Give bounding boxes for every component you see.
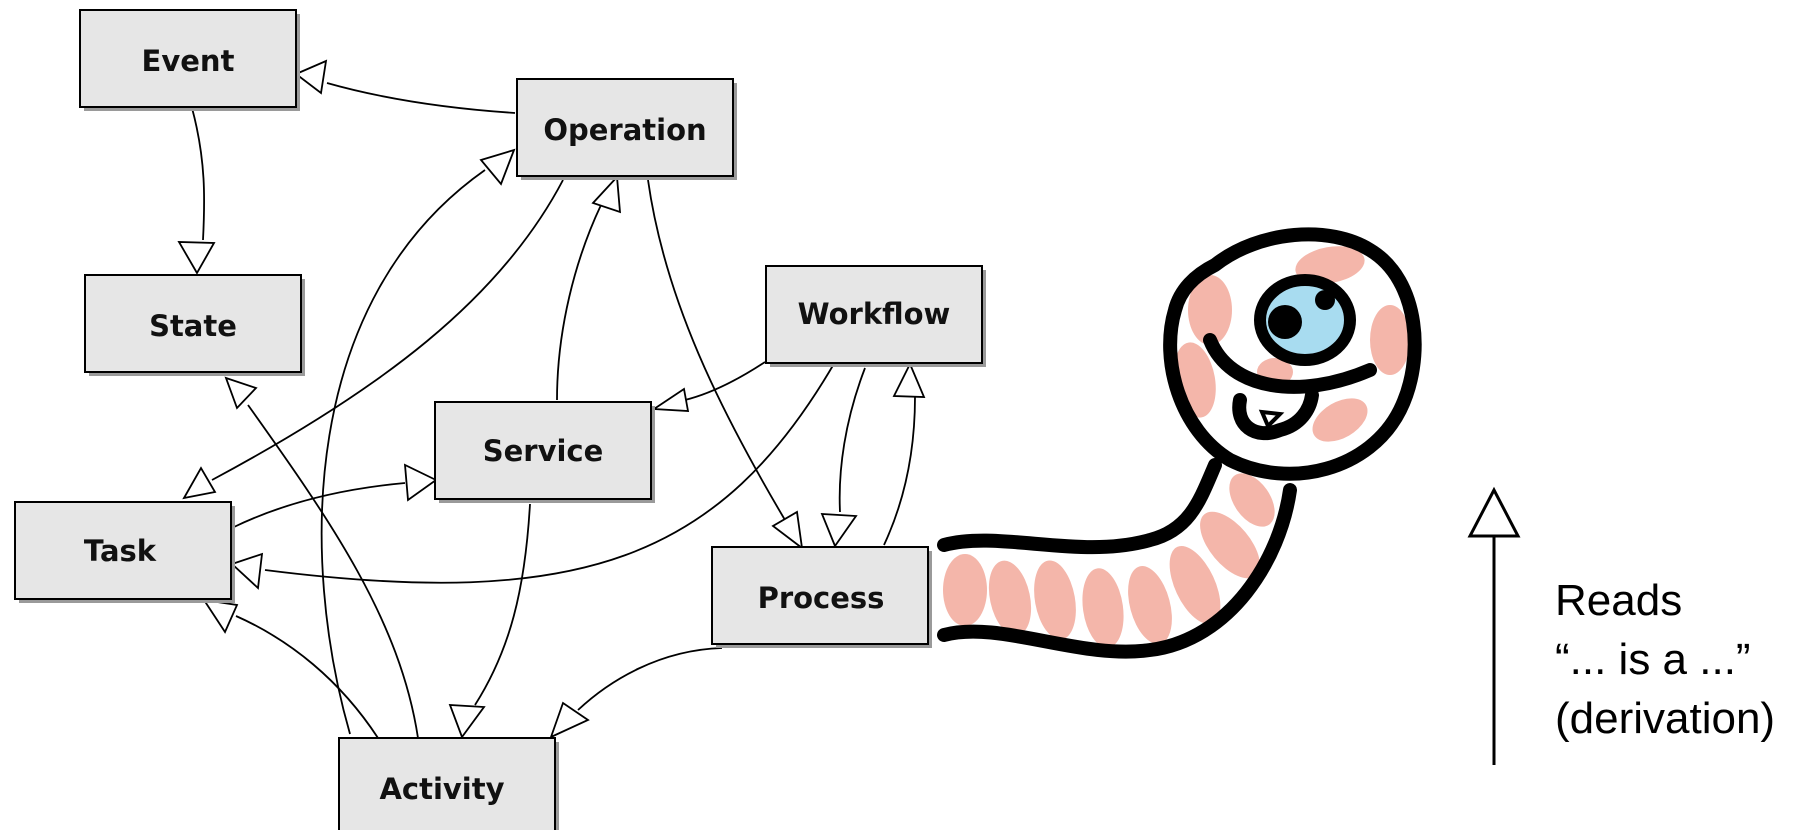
node-label-task: Task: [84, 534, 157, 568]
edge-task-to-service: [233, 463, 438, 528]
legend-line-2: “... is a ...”: [1555, 635, 1751, 684]
node-label-workflow: Workflow: [798, 297, 951, 331]
edge-service-to-operation: [556, 174, 622, 401]
edge-workflow-to-task: [230, 361, 836, 590]
edge-operation-to-task: [182, 179, 564, 500]
edge-operation-to-event: [294, 59, 516, 114]
node-label-state: State: [149, 309, 237, 343]
edge-event-to-state: [177, 107, 216, 275]
node-task: Task: [14, 501, 235, 603]
node-service: Service: [434, 401, 655, 503]
legend-line-3: (derivation): [1555, 694, 1775, 743]
node-workflow: Workflow: [765, 265, 986, 367]
node-operation: Operation: [516, 78, 737, 180]
edge-activity-to-operation: [320, 148, 516, 735]
node-event: Event: [79, 9, 300, 111]
edge-operation-to-process: [647, 179, 804, 551]
node-state: State: [84, 274, 305, 376]
node-label-service: Service: [483, 434, 604, 468]
node-label-event: Event: [142, 44, 235, 78]
cartoon-worm-icon: [937, 227, 1422, 659]
edge-workflow-to-process: [820, 367, 866, 548]
hollow-triangle-arrow-icon: [1467, 486, 1521, 765]
edge-process-to-workflow: [883, 361, 926, 546]
edge-service-to-activity: [448, 503, 531, 739]
legend: Reads “... is a ...” (derivation): [1467, 486, 1775, 765]
edge-workflow-to-service: [651, 361, 766, 412]
node-label-activity: Activity: [379, 772, 504, 806]
node-label-operation: Operation: [543, 113, 706, 147]
node-label-process: Process: [758, 581, 885, 615]
node-process: Process: [711, 546, 932, 648]
legend-line-1: Reads: [1555, 576, 1682, 625]
edge-activity-to-state: [224, 376, 419, 739]
edge-process-to-activity: [549, 647, 723, 739]
edges: [177, 59, 926, 739]
edge-activity-to-task: [202, 598, 379, 739]
node-activity: Activity: [338, 737, 559, 830]
